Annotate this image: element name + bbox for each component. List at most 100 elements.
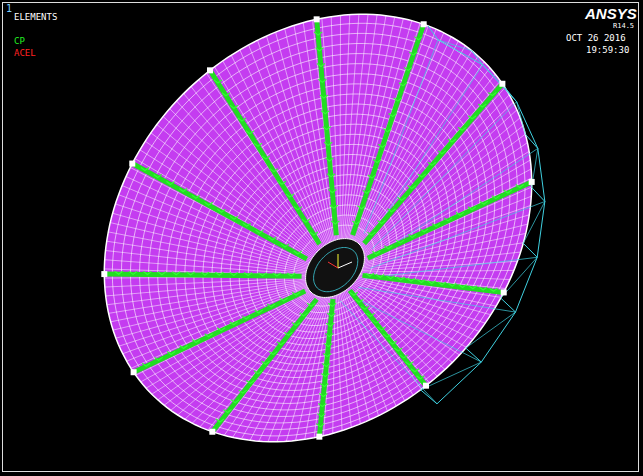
coupling-mark bbox=[154, 174, 162, 177]
coupling-mark bbox=[324, 142, 332, 145]
coupling-mark bbox=[407, 278, 415, 281]
coupling-mark bbox=[242, 316, 250, 319]
coupling-mark bbox=[278, 181, 286, 184]
coupling-mark bbox=[158, 272, 166, 275]
mesh-radial bbox=[361, 270, 514, 272]
mesh-radial bbox=[185, 295, 315, 419]
coupling-mark bbox=[246, 131, 254, 134]
mesh-radial bbox=[109, 281, 306, 313]
mesh-radial bbox=[341, 293, 378, 416]
truss-member bbox=[481, 312, 515, 362]
coupling-mark bbox=[383, 129, 391, 132]
mesh-radial bbox=[354, 33, 444, 241]
coupling-mark bbox=[398, 197, 406, 200]
mesh-ring bbox=[121, 33, 517, 429]
coupling-mark bbox=[516, 184, 524, 187]
mesh-radial bbox=[241, 297, 322, 439]
mesh-radial bbox=[352, 26, 428, 240]
coupling-mark bbox=[383, 334, 391, 337]
rib-end-node bbox=[529, 179, 535, 185]
coupling-mark bbox=[405, 362, 413, 365]
coupling-mark bbox=[378, 327, 386, 330]
rib-end-node bbox=[131, 369, 137, 375]
truss-member bbox=[438, 40, 472, 51]
dish-mesh bbox=[104, 14, 531, 441]
coupling-mark bbox=[328, 190, 336, 193]
coupling-mark bbox=[456, 212, 464, 215]
mesh-radial bbox=[107, 280, 306, 304]
coupling-mark bbox=[277, 342, 285, 345]
coupling-mark bbox=[389, 341, 397, 344]
coupling-mark bbox=[316, 424, 324, 427]
mesh-radial bbox=[115, 204, 307, 267]
coupling-mark bbox=[314, 32, 322, 35]
coupling-mark bbox=[231, 400, 239, 403]
coupling-mark bbox=[323, 127, 331, 130]
truss-member bbox=[372, 102, 516, 249]
mesh-radial bbox=[105, 278, 306, 287]
coupling-mark bbox=[408, 186, 416, 189]
truss-member bbox=[517, 102, 526, 135]
mesh-ring bbox=[194, 114, 457, 377]
coupling-rib bbox=[350, 290, 426, 385]
coupling-mark bbox=[372, 251, 380, 254]
coupling-mark bbox=[373, 160, 381, 163]
truss-member bbox=[340, 301, 437, 404]
rib-end-node bbox=[501, 289, 507, 295]
coupling-mark bbox=[366, 313, 374, 316]
mesh-radial bbox=[350, 21, 412, 239]
coupling-mark bbox=[287, 273, 295, 276]
truss-member bbox=[421, 390, 437, 404]
coupling-mark bbox=[321, 111, 329, 114]
mesh-radial bbox=[358, 56, 478, 243]
coupling-mark bbox=[368, 175, 376, 178]
coupling-mark bbox=[292, 323, 300, 326]
coupling-mark bbox=[230, 105, 238, 108]
coupling-mark bbox=[224, 409, 232, 412]
coupling-mark bbox=[400, 355, 408, 358]
coupling-mark bbox=[214, 80, 222, 83]
hub-opening bbox=[306, 239, 365, 298]
coupling-mark bbox=[409, 52, 417, 55]
coupling-mark bbox=[205, 202, 213, 205]
coupling-mark bbox=[294, 251, 302, 254]
coupling-mark bbox=[320, 384, 328, 387]
mesh-radial bbox=[314, 296, 332, 437]
coupling-mark bbox=[418, 174, 426, 177]
truss-member bbox=[438, 40, 483, 65]
coupling-mark bbox=[448, 139, 456, 142]
truss-member bbox=[364, 40, 438, 234]
coupling-mark bbox=[376, 275, 384, 278]
coupling-mark bbox=[141, 168, 149, 171]
coupling-rib bbox=[353, 24, 424, 235]
rib-end-node bbox=[499, 81, 505, 87]
coupling-mark bbox=[325, 333, 333, 336]
coupling-mark bbox=[222, 93, 230, 96]
coupling-rib bbox=[364, 84, 502, 244]
truss-member bbox=[516, 257, 538, 312]
coupling-mark bbox=[448, 283, 456, 286]
coupling-mark bbox=[458, 127, 466, 130]
coupling-mark bbox=[284, 332, 292, 335]
coupling-mark bbox=[167, 351, 175, 354]
coupling-mark bbox=[469, 286, 477, 289]
coupling-mark bbox=[327, 313, 335, 316]
coupling-mark bbox=[317, 414, 325, 417]
coupling-mark bbox=[142, 363, 150, 366]
coupling-mark bbox=[230, 322, 238, 325]
truss-member bbox=[538, 148, 545, 201]
coupling-mark bbox=[269, 352, 277, 355]
coupling-mark bbox=[361, 306, 369, 309]
coupling-mark bbox=[378, 144, 386, 147]
coupling-rib bbox=[317, 19, 337, 235]
truss-member bbox=[537, 201, 545, 257]
mesh-radial bbox=[224, 297, 320, 435]
mesh-radial bbox=[338, 295, 352, 428]
coupling-mark bbox=[366, 273, 374, 276]
mesh-radial bbox=[339, 294, 360, 424]
coupling-mark bbox=[300, 313, 308, 316]
coupling-mark bbox=[239, 390, 247, 393]
mesh-radial bbox=[113, 284, 306, 330]
mesh-radial bbox=[157, 125, 314, 256]
coupling-mark bbox=[280, 298, 288, 301]
